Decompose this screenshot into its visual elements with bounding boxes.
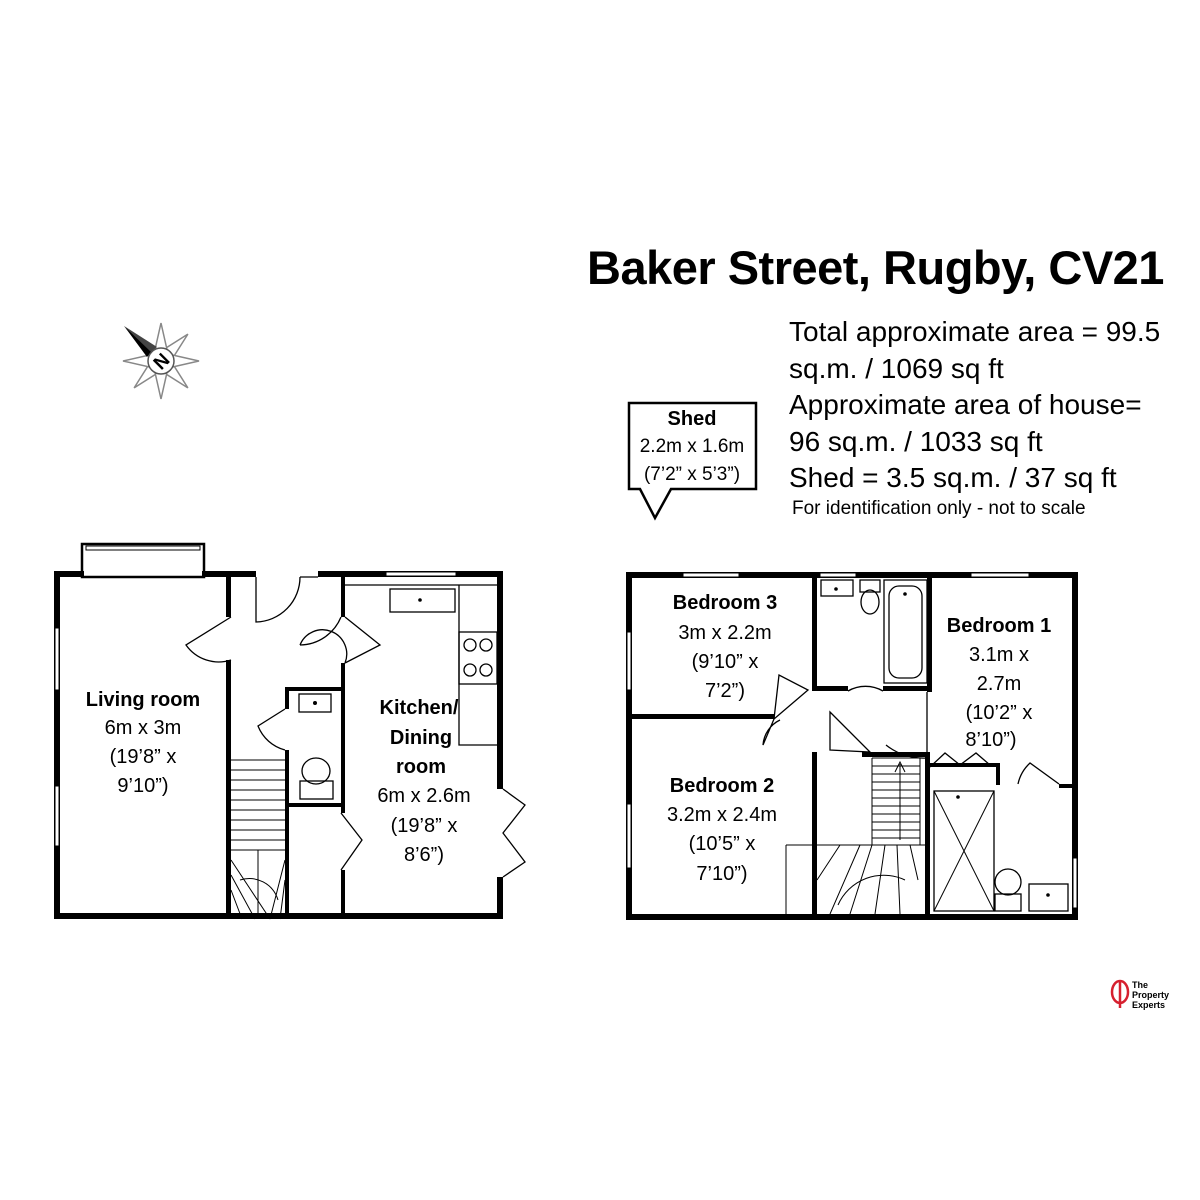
compass-icon: N: [122, 322, 200, 400]
living-room-imperial: 9’10”): [117, 775, 168, 797]
company-logo: The Property Experts: [1110, 979, 1169, 1010]
bedroom-2-metric: 3.2m x 2.4m: [667, 804, 777, 826]
bedroom-1-name: Bedroom 1: [947, 615, 1051, 637]
bedroom-1-imperial: 8’10”): [965, 729, 1016, 751]
area-summary: Total approximate area = 99.5 sq.m. / 10…: [789, 314, 1160, 497]
page-title: Baker Street, Rugby, CV21: [587, 241, 1164, 294]
bedroom-1-imperial: (10’2” x: [966, 702, 1033, 724]
bedroom-3-metric: 3m x 2.2m: [678, 622, 771, 644]
first-floor: [626, 572, 1078, 920]
bedroom-1-metric: 3.1m x: [969, 644, 1029, 666]
area-line: 96 sq.m. / 1033 sq ft: [789, 425, 1043, 457]
bedroom-1-metric: 2.7m: [977, 673, 1021, 695]
logo-text: The: [1132, 980, 1148, 990]
bedroom-2-imperial: (10’5” x: [689, 833, 756, 855]
kitchen-name: Dining: [390, 727, 452, 749]
area-line: sq.m. / 1069 sq ft: [789, 352, 1004, 384]
kitchen-imperial: (19’8” x: [391, 815, 458, 837]
logo-text: Experts: [1132, 1000, 1165, 1010]
ground-floor: [54, 542, 526, 920]
shed-imperial: (7’2” x 5’3”): [644, 464, 740, 485]
kitchen-imperial: 8’6”): [404, 844, 444, 866]
area-line: Shed = 3.5 sq.m. / 37 sq ft: [789, 462, 1117, 493]
bedroom-3-imperial: 7’2”): [705, 680, 745, 702]
living-room-imperial: (19’8” x: [110, 746, 177, 768]
area-line: Approximate area of house=: [789, 389, 1142, 420]
kitchen-metric: 6m x 2.6m: [377, 785, 470, 807]
disclaimer-note: For identification only - not to scale: [792, 498, 1086, 519]
living-room-name: Living room: [86, 689, 200, 711]
bedroom-2-name: Bedroom 2: [670, 775, 774, 797]
living-room-metric: 6m x 3m: [105, 717, 182, 739]
bedroom-2-imperial: 7’10”): [696, 863, 747, 885]
area-line: Total approximate area = 99.5: [789, 316, 1161, 347]
bedroom-3-imperial: (9’10” x: [692, 651, 759, 673]
logo-text: Property: [1132, 990, 1169, 1000]
bedroom-3-name: Bedroom 3: [673, 592, 777, 614]
kitchen-name: room: [396, 756, 446, 778]
shed-name: Shed: [668, 408, 717, 430]
kitchen-name: Kitchen/: [380, 697, 459, 719]
shed-metric: 2.2m x 1.6m: [640, 436, 745, 457]
shed-outline: Shed 2.2m x 1.6m (7’2” x 5’3”): [627, 401, 758, 521]
